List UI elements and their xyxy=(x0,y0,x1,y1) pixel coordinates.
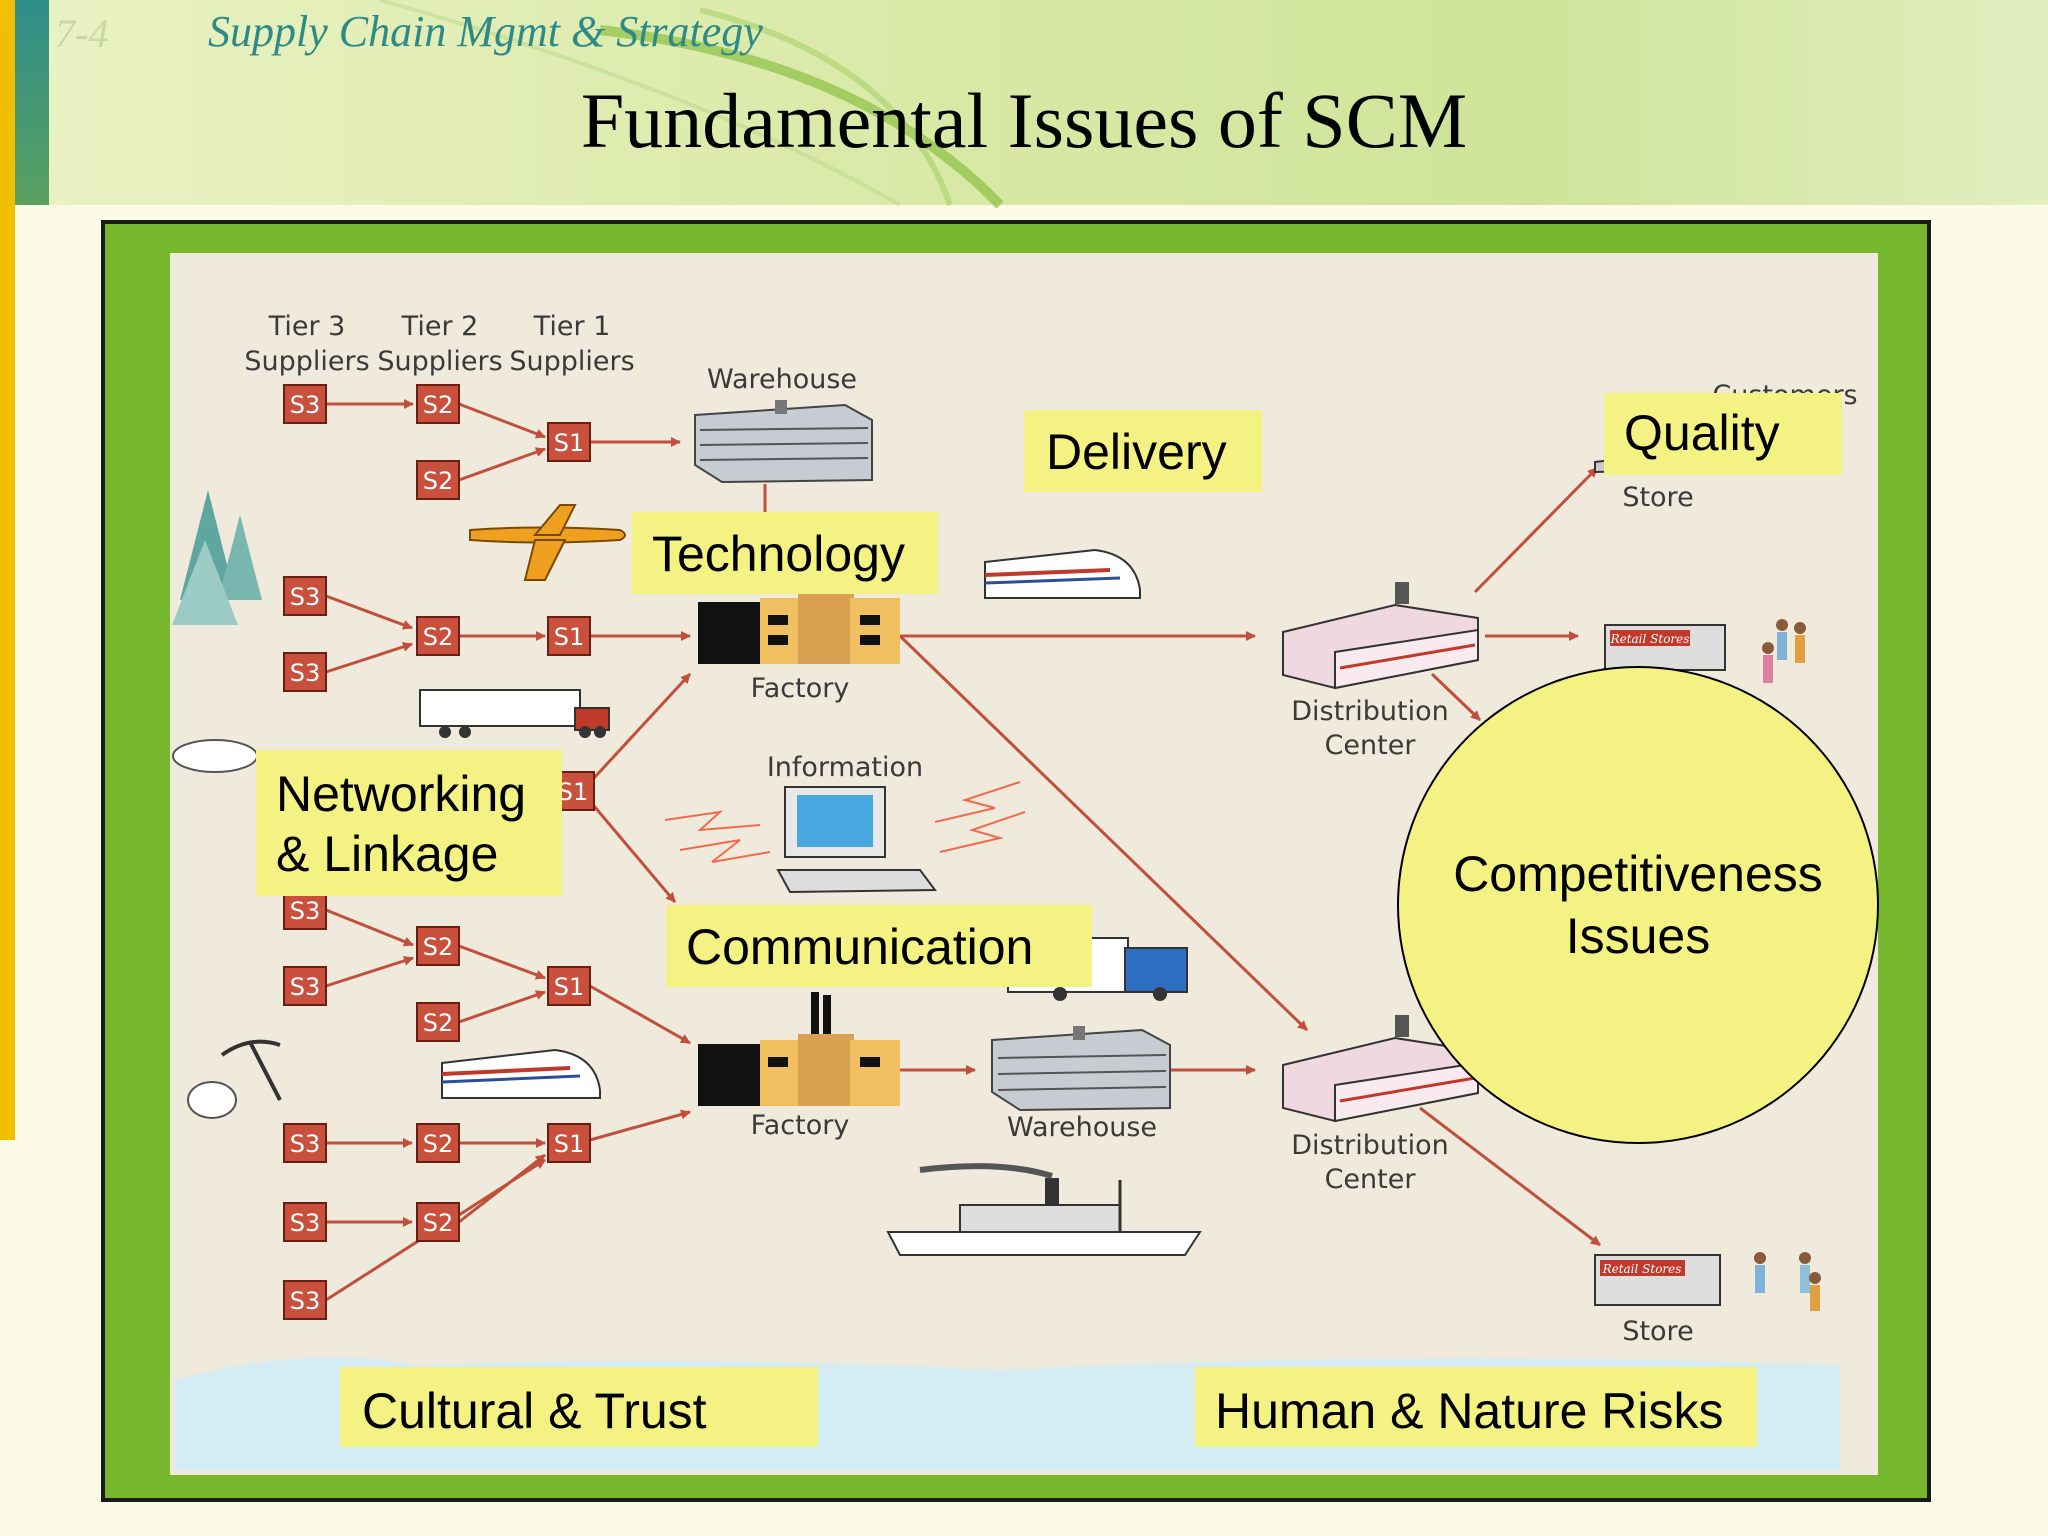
customers-icon xyxy=(1762,619,1806,683)
factory-bottom-label: Factory xyxy=(751,1110,850,1141)
svg-text:S2: S2 xyxy=(423,1130,454,1158)
competitiveness-line2: Issues xyxy=(1565,908,1711,964)
retail-sign: Retail Stores xyxy=(1610,632,1690,646)
warehouse-icon xyxy=(694,400,873,484)
svg-text:S3: S3 xyxy=(290,1287,321,1315)
factory-top-label: Factory xyxy=(751,673,850,704)
svg-text:S2: S2 xyxy=(423,391,454,419)
issue-cultural-trust: Cultural & Trust xyxy=(340,1367,818,1447)
svg-text:S3: S3 xyxy=(290,583,321,611)
supplier-s2: S2 xyxy=(416,926,460,966)
store-top-label: Store xyxy=(1622,482,1693,513)
svg-text:S3: S3 xyxy=(290,973,321,1001)
dc-bottom-label-line2: Center xyxy=(1325,1164,1417,1195)
supplier-s1: S1 xyxy=(547,616,591,656)
svg-text:S2: S2 xyxy=(423,623,454,651)
svg-text:S1: S1 xyxy=(554,623,585,651)
distribution-center-icon xyxy=(1282,1015,1479,1123)
supplier-s2: S2 xyxy=(416,616,460,656)
dc-top-label-line1: Distribution xyxy=(1291,696,1449,727)
supplier-s2: S2 xyxy=(416,384,460,424)
svg-text:S1: S1 xyxy=(554,1130,585,1158)
issue-delivery: Delivery xyxy=(1024,410,1262,492)
tier2-header-line1: Tier 2 xyxy=(401,311,479,342)
left-accent-bar-teal xyxy=(15,0,49,205)
store-icon: Retail Stores xyxy=(1604,624,1726,671)
truck-icon xyxy=(419,689,610,738)
store-bottom-label: Store xyxy=(1622,1316,1693,1347)
issue-networking: Networking & Linkage xyxy=(256,750,562,896)
tier3-header-line1: Tier 3 xyxy=(268,311,346,342)
supplier-s2: S2 xyxy=(416,460,460,500)
supplier-s3: S3 xyxy=(283,890,327,930)
supplier-s1: S1 xyxy=(547,422,591,462)
retail-sign: Retail Stores xyxy=(1602,1262,1682,1276)
course-title: Supply Chain Mgmt & Strategy xyxy=(208,7,763,56)
supplier-s3: S3 xyxy=(283,652,327,692)
svg-text:S1: S1 xyxy=(554,429,585,457)
supplier-s3: S3 xyxy=(283,966,327,1006)
tier2-header-line2: Suppliers xyxy=(377,346,502,377)
information-label: Information xyxy=(767,752,923,783)
issue-quality: Quality xyxy=(1604,393,1842,475)
tier1-header-line1: Tier 1 xyxy=(533,311,611,342)
train-icon xyxy=(984,548,1141,599)
store-icon: Retail Stores xyxy=(1594,1254,1721,1306)
factory-icon xyxy=(698,592,900,664)
dc-top-label-line2: Center xyxy=(1325,730,1417,761)
slide-title: Fundamental Issues of SCM xyxy=(580,77,1468,164)
issue-technology: Technology xyxy=(632,512,938,594)
supplier-s3: S3 xyxy=(283,384,327,424)
warehouse-top-label: Warehouse xyxy=(707,364,857,395)
trees-icon xyxy=(172,490,262,625)
computer-icon xyxy=(664,781,1026,894)
airplane-icon xyxy=(469,504,626,581)
flow-arrows xyxy=(325,399,1601,1302)
ship-icon xyxy=(886,1163,1202,1256)
slide-number: 7-4 xyxy=(55,11,109,56)
warehouse-bottom-label: Warehouse xyxy=(1007,1112,1157,1143)
tier1-header-line2: Suppliers xyxy=(509,346,634,377)
raw-material-pile-icon xyxy=(172,739,258,773)
pickaxe-icon xyxy=(187,1039,282,1119)
supplier-s3: S3 xyxy=(283,1202,327,1242)
train-icon xyxy=(441,1048,601,1099)
dc-bottom-label-line1: Distribution xyxy=(1291,1130,1449,1161)
svg-text:S3: S3 xyxy=(290,1209,321,1237)
issue-networking-line1: Networking xyxy=(276,766,527,822)
svg-text:S2: S2 xyxy=(423,467,454,495)
svg-text:S1: S1 xyxy=(554,973,585,1001)
svg-text:S3: S3 xyxy=(290,391,321,419)
supplier-s3: S3 xyxy=(283,1280,327,1320)
header-swoosh xyxy=(379,0,1004,209)
svg-text:S3: S3 xyxy=(290,897,321,925)
svg-text:S1: S1 xyxy=(558,778,589,806)
supplier-boxes: S3 S2 S2 S1 S3 S3 S2 S1 S1 S3 S3 S2 S2 S… xyxy=(283,384,595,1320)
supplier-s3: S3 xyxy=(283,576,327,616)
warehouse-icon xyxy=(991,1026,1171,1112)
issue-communication: Communication xyxy=(666,905,1092,987)
svg-text:S2: S2 xyxy=(423,933,454,961)
factory-icon xyxy=(698,992,900,1106)
svg-text:S3: S3 xyxy=(290,659,321,687)
svg-text:S3: S3 xyxy=(290,1130,321,1158)
supplier-s3: S3 xyxy=(283,1123,327,1163)
supplier-s2: S2 xyxy=(416,1123,460,1163)
svg-text:S2: S2 xyxy=(423,1209,454,1237)
left-accent-bar xyxy=(0,0,15,1140)
issue-human-nature-risks: Human & Nature Risks xyxy=(1195,1367,1757,1447)
slide-header xyxy=(0,0,2048,205)
competitiveness-issues-circle: Competitiveness Issues xyxy=(1397,666,1879,1144)
customers-icon xyxy=(1754,1252,1821,1311)
svg-text:S2: S2 xyxy=(423,1009,454,1037)
competitiveness-line1: Competitiveness xyxy=(1453,845,1823,902)
tier3-header-line2: Suppliers xyxy=(244,346,369,377)
distribution-center-icon xyxy=(1282,582,1479,690)
issue-networking-line2: & Linkage xyxy=(276,826,499,882)
supplier-s1: S1 xyxy=(547,966,591,1006)
supplier-s2: S2 xyxy=(416,1002,460,1042)
supplier-s2: S2 xyxy=(416,1202,460,1242)
supplier-s1: S1 xyxy=(547,1123,591,1163)
